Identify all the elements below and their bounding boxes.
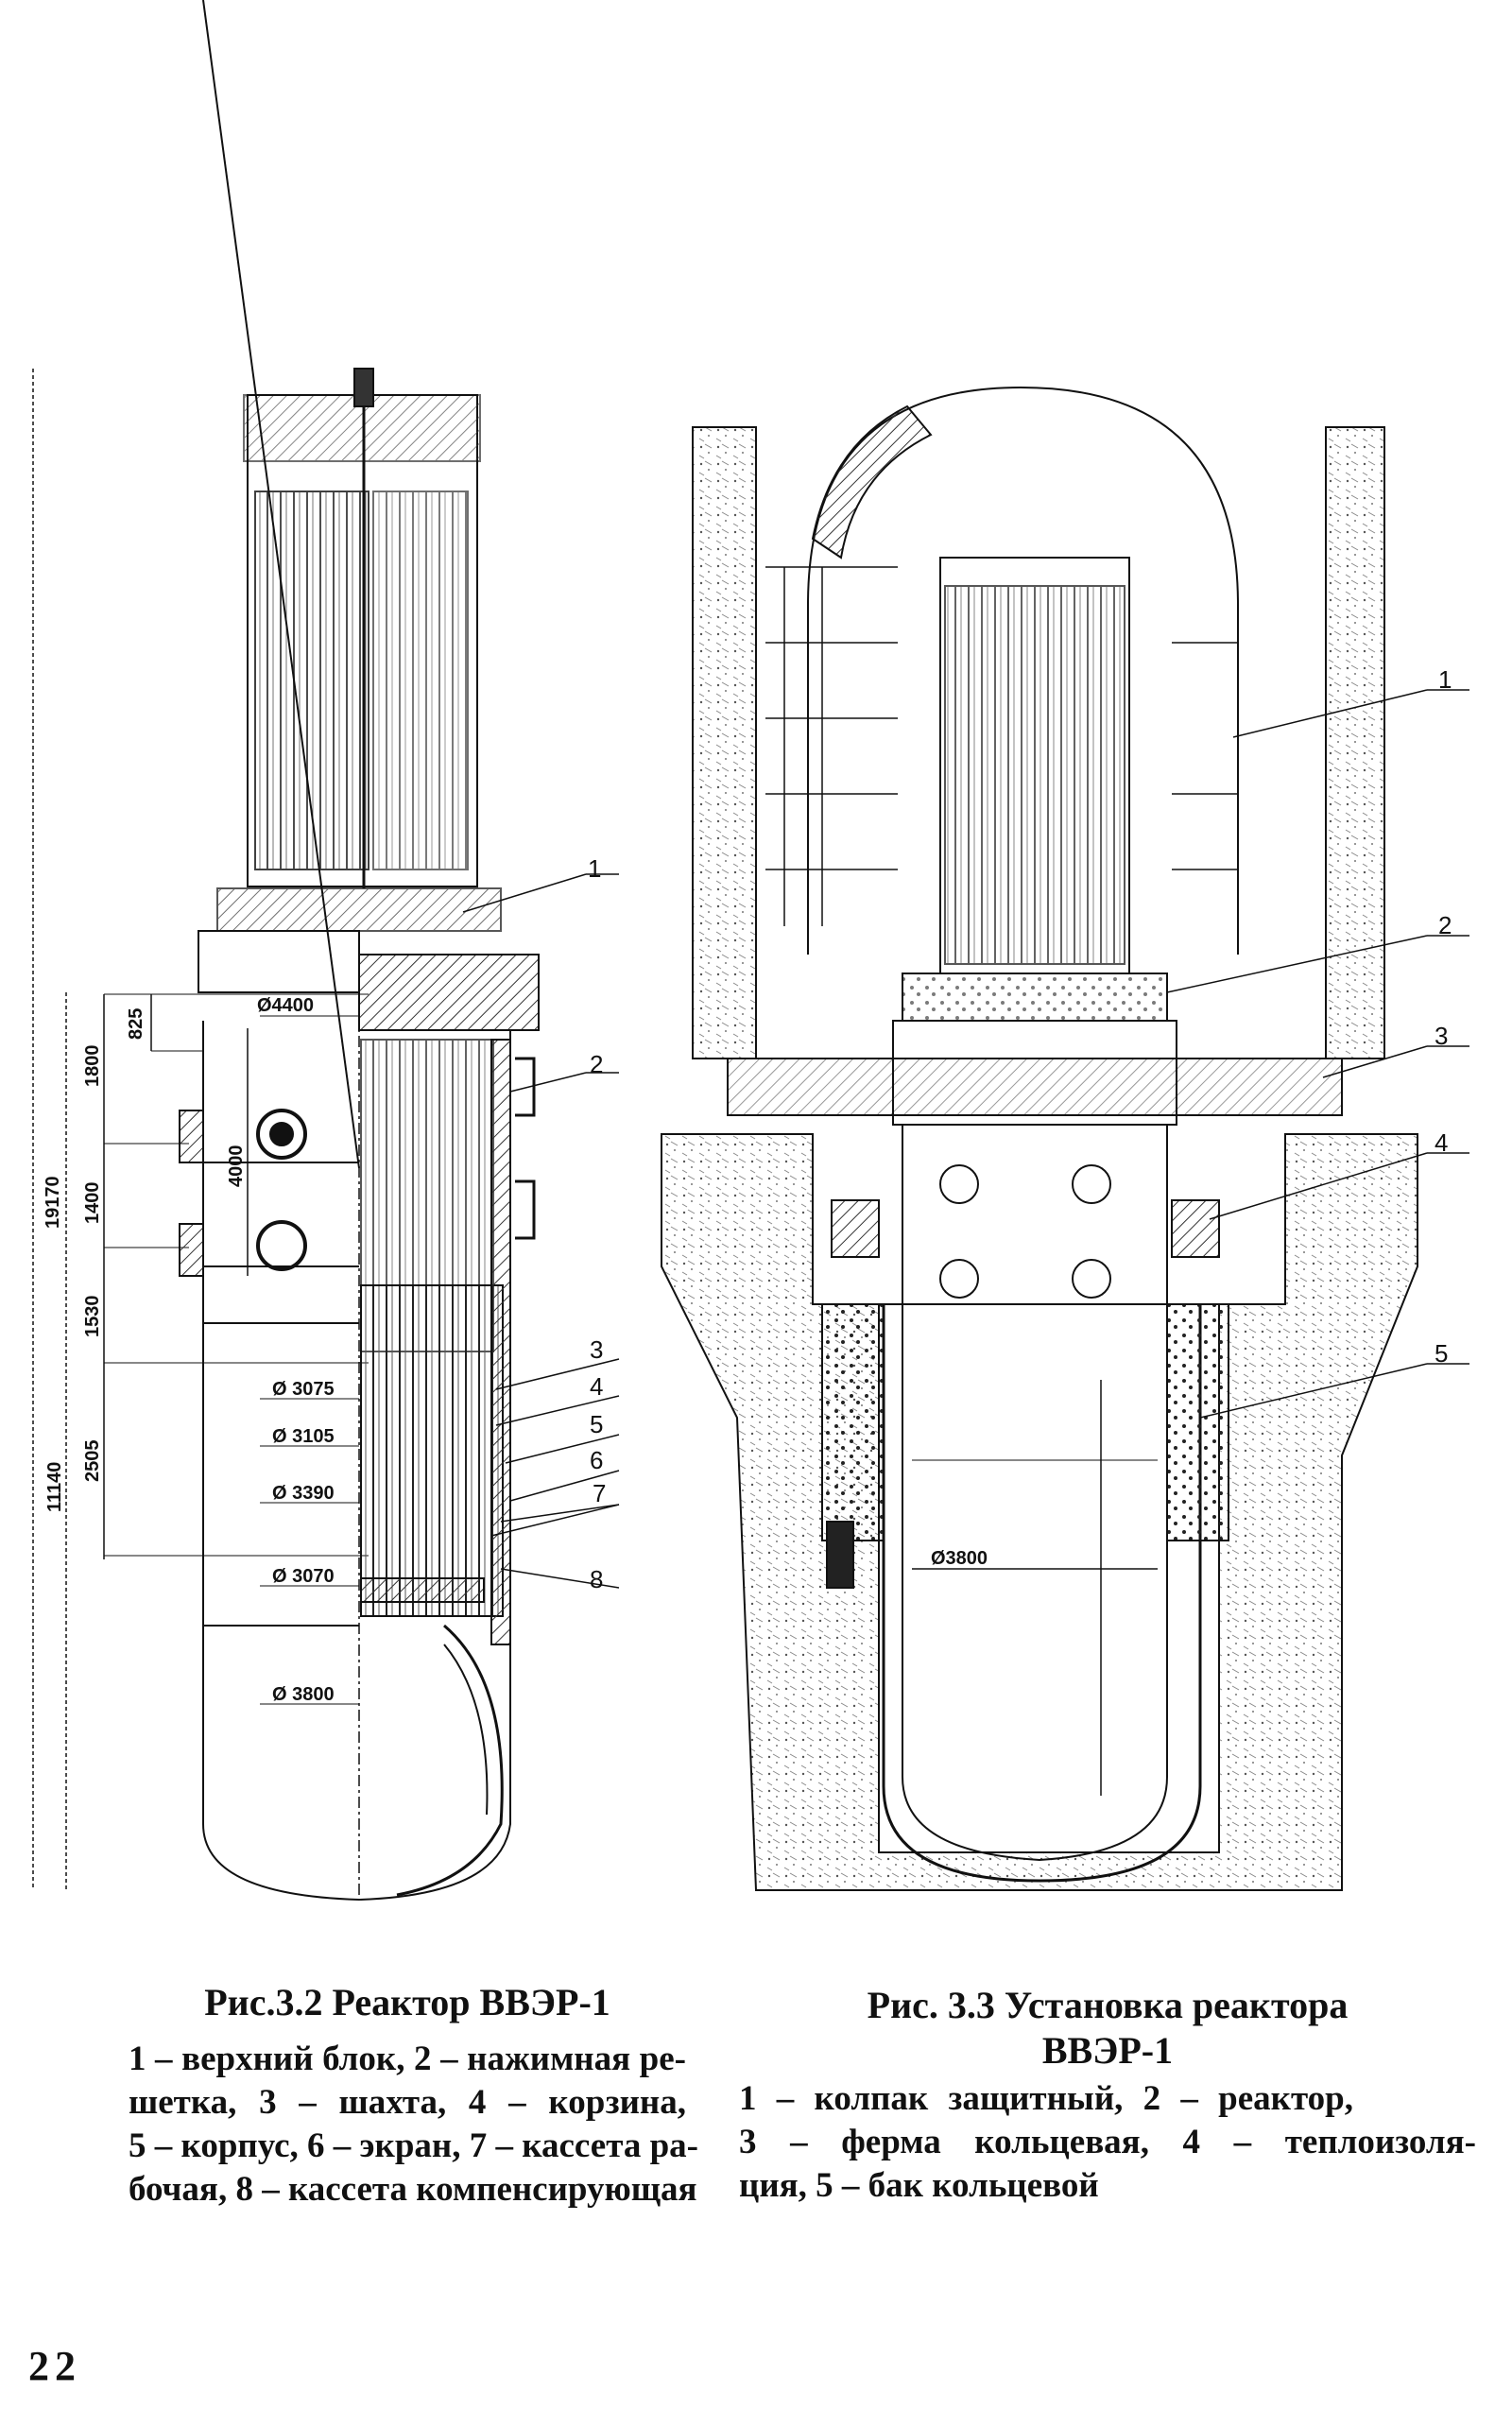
callout-1: 1 [588,854,601,883]
callout-r2: 2 [1438,911,1452,939]
dim-825: 825 [126,1008,146,1040]
dim-4000: 4000 [226,1145,247,1188]
technical-drawings: 19170 11140 1800 825 1400 1530 2505 4000… [32,0,1469,1902]
dim-dia-3800: Ø 3800 [272,1684,335,1705]
dim-1400: 1400 [82,1182,103,1225]
caption-fig-3-2: Рис.3.2 Реактор ВВЭР-1 1 – верхний блок,… [129,1981,698,2212]
caption-line: 1 – верхний блок, 2 – нажимная ре- [129,2040,686,2078]
dim-19170: 19170 [43,1176,63,1229]
callout-6: 6 [590,1446,603,1474]
dim-2505: 2505 [82,1440,103,1483]
callout-3: 3 [590,1335,603,1364]
page-number: 22 [28,2343,81,2389]
dim-11140: 11140 [44,1462,65,1512]
callout-7: 7 [593,1479,606,1507]
caption-title-line1: Рис. 3.3 Установка реактора [867,1984,1349,2026]
dim-dia-3800-right: Ø3800 [931,1548,988,1569]
dim-dia-4400: Ø4400 [257,995,314,1016]
dim-dia-3075: Ø 3075 [272,1379,335,1400]
reactor-drawing [32,0,620,1902]
installation-drawing [661,386,1469,1891]
callout-2: 2 [590,1050,603,1078]
caption-line: бочая, 8 – кассета компенсирующая [129,2170,697,2209]
callout-4: 4 [590,1372,603,1401]
caption-line: 5 – корпус, 6 – экран, 7 – кассета ра- [129,2126,698,2165]
caption-line: ция, 5 – бак кольцевой [739,2166,1099,2205]
dim-1800: 1800 [82,1045,103,1088]
dim-1530: 1530 [82,1296,103,1338]
dim-dia-3105: Ø 3105 [272,1426,335,1447]
caption-title-line2: ВВЭР-1 [1041,2029,1174,2072]
caption-line: шетка, 3 – шахта, 4 – корзина, [129,2083,686,2122]
installation-labels: Ø3800 1 2 3 4 5 [931,665,1452,1569]
caption-line: 3 – ферма кольцевая, 4 – теплоизоля- [739,2123,1476,2161]
callout-r4: 4 [1435,1128,1448,1157]
caption-fig-3-3: Рис. 3.3 Установка реактора ВВЭР-1 1 – к… [739,1983,1476,2208]
callout-r5: 5 [1435,1339,1448,1368]
caption-line: 1 – колпак защитный, 2 – реактор, [739,2079,1353,2118]
caption-title: Рис.3.2 Реактор ВВЭР-1 [204,1981,610,2023]
callout-r1: 1 [1438,665,1452,694]
callout-8: 8 [590,1565,603,1593]
callout-5: 5 [590,1410,603,1438]
reactor-callouts: 1 2 3 4 5 6 7 8 [588,854,606,1593]
dim-dia-3070: Ø 3070 [272,1566,335,1587]
reactor-dimension-labels: 19170 11140 1800 825 1400 1530 2505 4000… [43,995,335,1705]
dim-dia-3390: Ø 3390 [272,1483,335,1504]
callout-r3: 3 [1435,1022,1448,1050]
